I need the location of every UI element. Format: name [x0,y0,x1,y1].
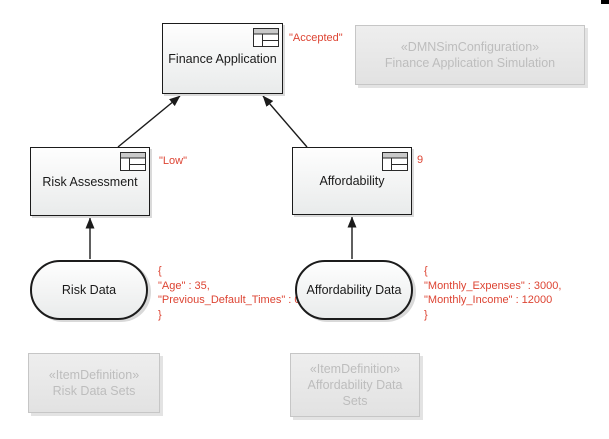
stereotype-label: «ItemDefinition» [309,362,401,376]
artifact-name: Affordability Data [307,378,403,392]
information-requirement-affordability-to-finance[interactable] [262,95,308,148]
artifact-sim-configuration[interactable]: «DMNSimConfiguration» Finance Applicatio… [355,25,585,85]
inputdata-label: Affordability Data [306,283,402,297]
annotation-line: { [158,265,162,277]
artifact-name: Risk Data Sets [52,384,136,398]
decision-affordability[interactable]: Affordability [292,147,412,215]
annotation-line: "Monthly_Income" : 12000 [424,294,553,306]
decision-table-icon [120,152,146,171]
decision-risk-assessment[interactable]: Risk Assessment [30,147,150,216]
inputdata-label: Risk Data [61,283,117,297]
runstate-annotation-risk[interactable]: "Low" [159,155,187,167]
runstate-annotation-risk-data[interactable]: { "Age" : 35, "Previous_Default_Times" :… [158,264,301,322]
annotation-line: { [424,265,428,277]
annotation-line: "Age" : 35, [158,279,210,292]
annotation-line: "Monthly_Expenses" : 3000, [424,279,562,292]
decision-label: Affordability [319,174,385,188]
stereotype-label: «ItemDefinition» [48,368,140,382]
decision-label: Finance Application [168,51,277,66]
artifact-affordability-item-definition[interactable]: «ItemDefinition» Affordability Data Sets [290,353,420,417]
inputdata-risk-data[interactable]: Risk Data [30,260,148,320]
runstate-annotation-affordability[interactable]: 9 [417,154,424,166]
decision-finance-application[interactable]: Finance Application [162,23,283,94]
inputdata-affordability-data[interactable]: Affordability Data [295,260,413,320]
information-requirement-risk-to-finance[interactable] [117,95,181,148]
decision-table-icon [382,152,408,171]
runstate-annotation-finance[interactable]: "Accepted" [289,32,343,44]
decision-label: Risk Assessment [42,174,138,189]
decision-table-icon [253,28,279,47]
annotation-line: "Previous_Default_Times" : 0 [158,294,301,306]
clipped-corner-mark [601,0,609,4]
artifact-name: Finance Application Simulation [384,56,556,70]
artifact-name-line2: Sets [342,394,368,408]
artifact-risk-item-definition[interactable]: «ItemDefinition» Risk Data Sets [28,353,160,413]
annotation-line: } [424,308,428,321]
runstate-annotation-affordability-data[interactable]: { "Monthly_Expenses" : 3000, "Monthly_In… [424,264,561,322]
stereotype-label: «DMNSimConfiguration» [400,40,540,54]
annotation-line: } [158,308,162,321]
